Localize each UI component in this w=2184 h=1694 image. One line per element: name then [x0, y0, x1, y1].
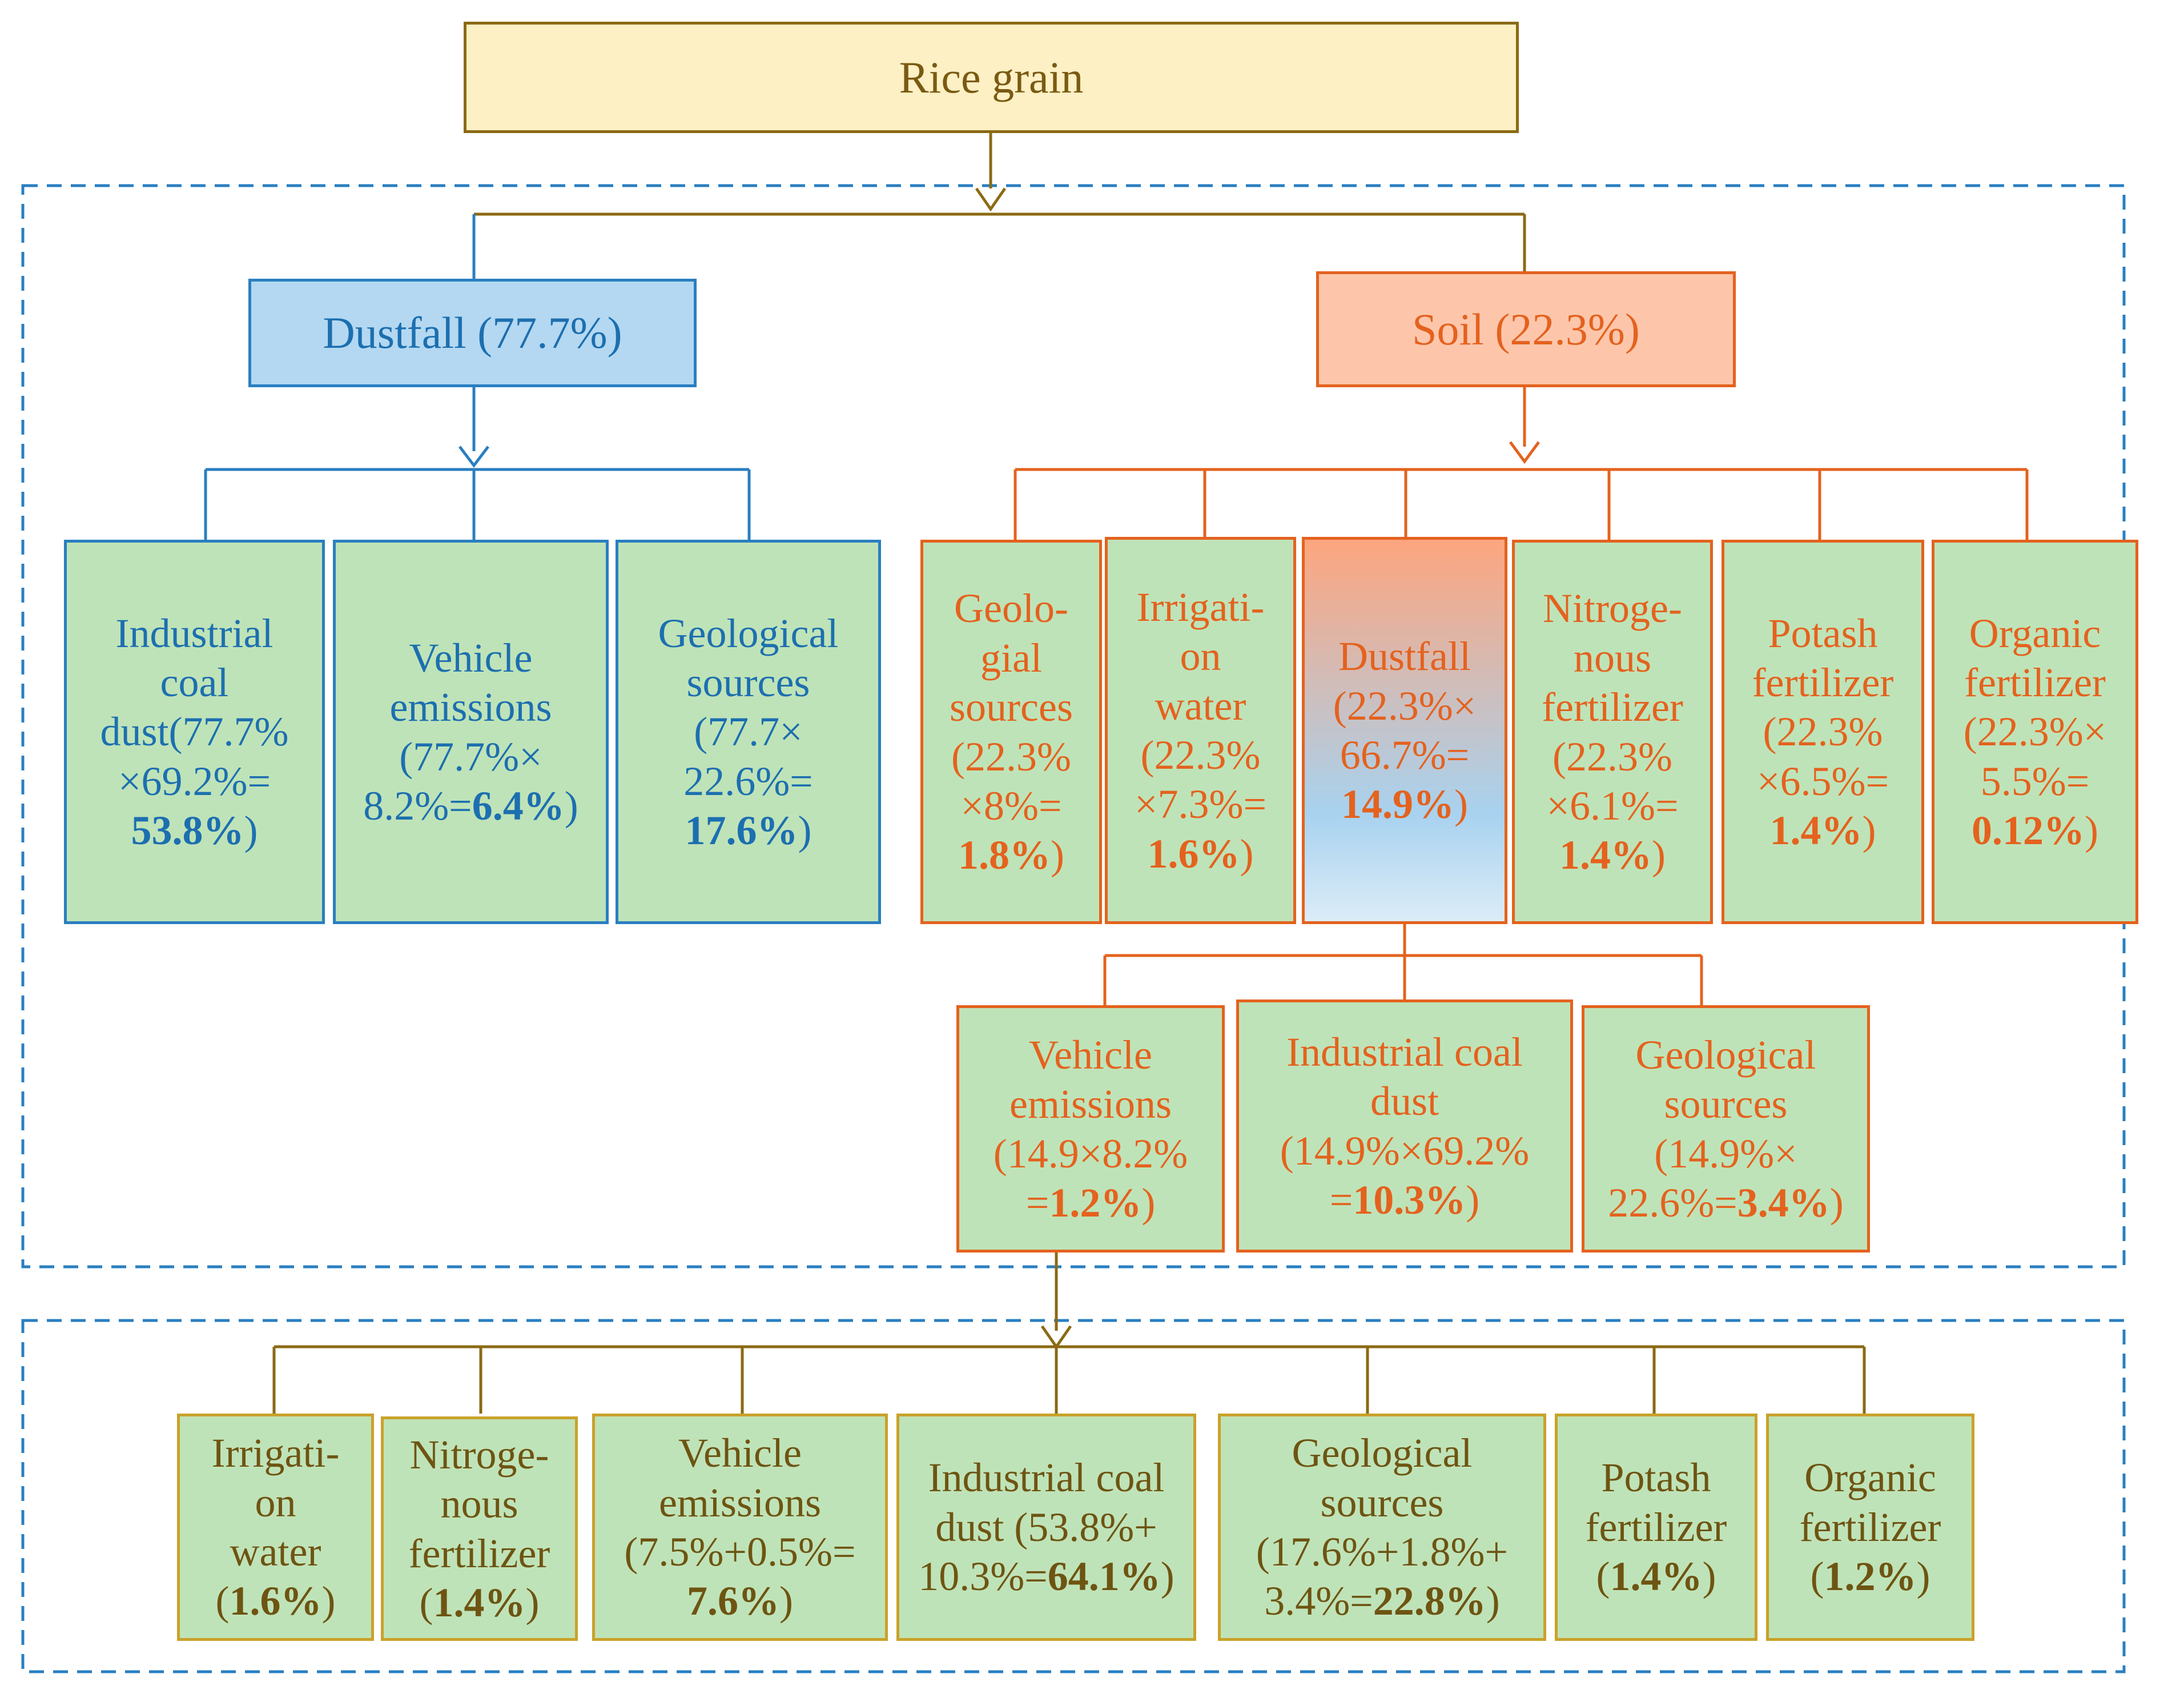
total-value: 1.4%: [1610, 1553, 1703, 1600]
source-text: Geological sources (77.7× 22.6%=: [658, 610, 839, 804]
source-suffix: ): [1466, 1177, 1480, 1223]
source-suffix: ): [564, 782, 578, 829]
soil-dustfall-industrial-coal-dust: Industrial coal dust (14.9%×69.2% =10.3%…: [1236, 999, 1573, 1253]
soil-source-dustfall: Dustfall (22.3%× 66.7%= 14.9%): [1302, 537, 1507, 924]
totals-connector: [272, 1253, 1866, 1414]
total-value: 1.2%: [1824, 1553, 1917, 1600]
source-suffix: ): [1862, 808, 1876, 854]
total-text: Vehicle emissions (7.5%+0.5%=: [624, 1430, 856, 1575]
total-text: Industrial coal dust (53.8%+ 10.3%=: [918, 1455, 1165, 1600]
source-value: 0.12%: [1972, 808, 2085, 854]
source-text: Vehicle emissions (77.7%× 8.2%=: [363, 635, 552, 829]
root-connector: [474, 133, 1526, 271]
total-suffix: ): [1702, 1553, 1716, 1600]
source-text: Potash fertilizer (22.3% ×6.5%=: [1752, 610, 1894, 804]
total-suffix: ): [1486, 1578, 1500, 1624]
source-suffix: ): [1240, 830, 1254, 877]
total-value: 1.4%: [433, 1579, 526, 1625]
source-value: 6.4%: [472, 782, 565, 829]
source-text: Vehicle emissions (14.9×8.2% =: [993, 1031, 1188, 1226]
rice-grain-node: Rice grain: [464, 22, 1519, 133]
total-text: Potash fertilizer (: [1585, 1455, 1727, 1600]
source-text: Nitroge- nous fertilizer (22.3% ×6.1%=: [1542, 585, 1683, 829]
total-value: 7.6%: [687, 1578, 779, 1624]
dustfall-source-vehicle-emissions: Vehicle emissions (77.7%× 8.2%=6.4%): [333, 540, 609, 924]
dustfall-branch-connector: [204, 214, 751, 540]
total-text: Nitroge- nous fertilizer (: [408, 1431, 550, 1625]
total-industrial-coal-dust: Industrial coal dust (53.8%+ 10.3%=64.1%…: [896, 1414, 1196, 1641]
soil-source-nitrogenous-fertilizer: Nitroge- nous fertilizer (22.3% ×6.1%= 1…: [1512, 540, 1713, 924]
source-text: Geolo- gial sources (22.3% ×8%=: [950, 585, 1073, 829]
source-text: Dustfall (22.3%× 66.7%=: [1333, 633, 1477, 778]
total-suffix: ): [1160, 1553, 1175, 1600]
rice-grain-label: Rice grain: [899, 52, 1084, 102]
soil-source-irrigation-water: Irrigati- on water (22.3% ×7.3%= 1.6%): [1105, 537, 1296, 924]
source-value: 1.8%: [958, 832, 1051, 878]
source-value: 1.6%: [1147, 830, 1240, 877]
source-suffix: ): [1141, 1179, 1156, 1226]
soil-branch-connector: [1013, 387, 2029, 1005]
source-suffix: ): [1829, 1179, 1844, 1226]
total-suffix: ): [1916, 1553, 1930, 1600]
dustfall-source-geological-sources: Geological sources (77.7× 22.6%= 17.6%): [616, 540, 881, 924]
total-value: 64.1%: [1047, 1553, 1161, 1600]
source-value: 1.4%: [1769, 808, 1863, 854]
lower-region-frame: [21, 1319, 2126, 1673]
source-text: Organic fertilizer (22.3%× 5.5%=: [1963, 610, 2107, 804]
source-value: 1.2%: [1049, 1179, 1142, 1226]
total-suffix: ): [321, 1578, 336, 1624]
source-text: Geological sources (14.9%× 22.6%=: [1608, 1031, 1816, 1226]
source-value: 3.4%: [1737, 1179, 1830, 1226]
soil-source-organic-fertilizer: Organic fertilizer (22.3%× 5.5%= 0.12%): [1932, 540, 2138, 924]
total-suffix: ): [525, 1579, 540, 1625]
source-value: 1.4%: [1559, 832, 1652, 878]
total-potash-fertilizer: Potash fertilizer (1.4%): [1555, 1414, 1757, 1641]
source-suffix: ): [2085, 808, 2098, 854]
total-irrigation-water: Irrigati- on water (1.6%): [177, 1414, 374, 1641]
source-text: Irrigati- on water (22.3% ×7.3%=: [1134, 584, 1267, 828]
source-suffix: ): [1051, 832, 1064, 878]
source-value: 17.6%: [685, 808, 798, 854]
soil-dustfall-geological-sources: Geological sources (14.9%× 22.6%=3.4%): [1582, 1005, 1870, 1253]
dustfall-source-industrial-coal-dust: Industrial coal dust(77.7% ×69.2%= 53.8%…: [64, 540, 325, 924]
soil-dustfall-vehicle-emissions: Vehicle emissions (14.9×8.2% =1.2%): [956, 1005, 1225, 1253]
source-text: Industrial coal dust (14.9%×69.2% =: [1280, 1029, 1530, 1223]
total-organic-fertilizer: Organic fertilizer (1.2%): [1766, 1414, 1974, 1641]
total-geological-sources: Geological sources (17.6%+1.8%+ 3.4%=22.…: [1218, 1414, 1546, 1641]
source-suffix: ): [244, 808, 258, 854]
source-value: 53.8%: [131, 808, 244, 854]
total-vehicle-emissions: Vehicle emissions (7.5%+0.5%= 7.6%): [592, 1414, 888, 1641]
soil-label: Soil (22.3%): [1412, 304, 1640, 354]
source-suffix: ): [1652, 832, 1666, 878]
source-suffix: ): [798, 808, 812, 854]
total-nitrogenous-fertilizer: Nitroge- nous fertilizer (1.4%): [381, 1416, 578, 1641]
total-text: Geological sources (17.6%+1.8%+ 3.4%=: [1256, 1430, 1509, 1624]
source-text: Industrial coal dust(77.7% ×69.2%=: [100, 610, 289, 804]
dustfall-label: Dustfall (77.7%): [323, 308, 622, 358]
source-value: 10.3%: [1353, 1177, 1466, 1223]
total-value: 22.8%: [1373, 1578, 1486, 1624]
total-text: Organic fertilizer (: [1799, 1455, 1941, 1600]
soil-source-potash-fertilizer: Potash fertilizer (22.3% ×6.5%= 1.4%): [1722, 540, 1924, 924]
soil-node: Soil (22.3%): [1316, 271, 1736, 387]
source-value: 14.9%: [1341, 781, 1454, 828]
total-value: 1.6%: [229, 1578, 322, 1624]
total-text: Irrigati- on water (: [211, 1430, 340, 1624]
soil-source-geological-sources: Geolo- gial sources (22.3% ×8%= 1.8%): [920, 540, 1102, 924]
dustfall-node: Dustfall (77.7%): [248, 279, 697, 387]
source-suffix: ): [1454, 781, 1468, 828]
total-suffix: ): [779, 1578, 793, 1624]
